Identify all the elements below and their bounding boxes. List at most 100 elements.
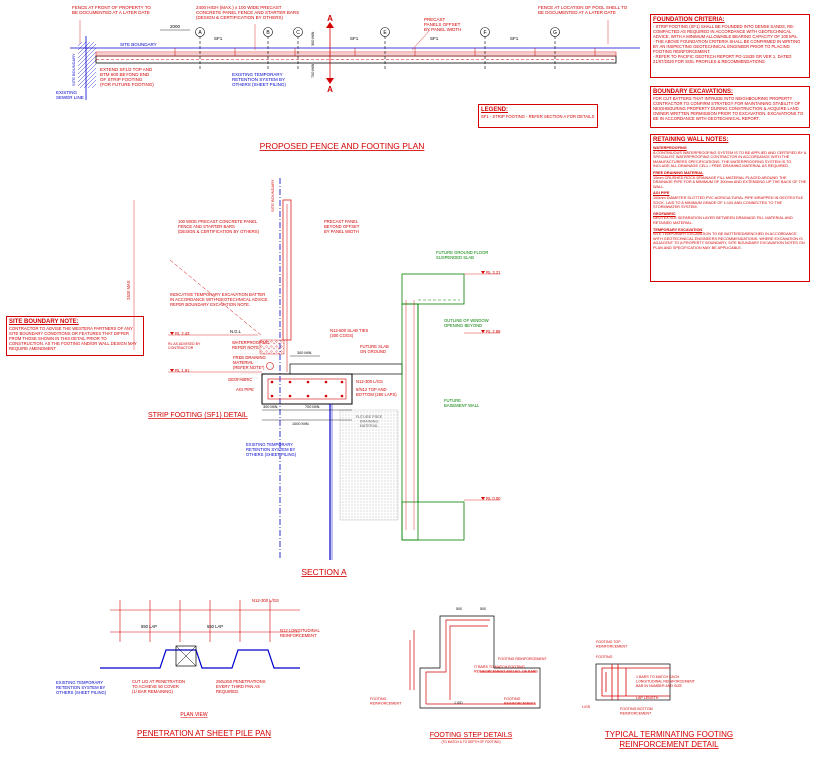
foundation-line: - THE ABOVE FOUNDATION CRITERIA SHALL BE…: [653, 39, 801, 54]
free-draining-material: [259, 339, 285, 355]
note-geofabric: GEOFABRIC: [228, 377, 252, 382]
legend-title: LEGEND:: [481, 107, 508, 113]
retaining-section-head: AGI PIPE: [653, 191, 670, 196]
retaining-section-head: TEMPORARY EXCAVATION: [653, 227, 703, 232]
retaining-section-head: WATERPROOFING: [653, 146, 687, 150]
sheet-pile-pan: [100, 649, 300, 669]
step-subtitle: (TO MATCH & TO DEPTH OF FOOTING): [441, 740, 500, 744]
dim-1000-min: 1000 MIN.: [292, 422, 310, 426]
rl-288: RL 2.88: [486, 329, 501, 334]
lap-550-a: 550 LAP: [141, 624, 157, 629]
retaining-section-text: GEOTEXTILE SEPARATION LAYER BETWEEN DRAI…: [653, 216, 793, 225]
note-slab-ties: N12-600 SLAB TIES(300 COGS): [330, 328, 369, 338]
retaining-section-text: SITE TEMPORARY EXCAVATION TO BE BATTERED…: [653, 232, 805, 250]
existing-site-hatch: [78, 42, 96, 88]
fence-footing-plan: A B C E F G SF1 SF1 SF1 SF1 A A 2000 300…: [56, 5, 640, 151]
label-ngl: N.G.L: [230, 329, 242, 334]
foundation-line: - REFER TO PACIFIC GEOTECH REPORT PG-134…: [653, 54, 792, 64]
plan-title: PROPOSED FENCE AND FOOTING PLAN: [260, 141, 425, 151]
step-dim-c: 1.0/D: [454, 701, 463, 705]
sf-label: SF1: [214, 36, 223, 41]
section-marker-bottom: A: [327, 85, 333, 94]
penetration-box: [175, 645, 197, 667]
grid-e: E: [383, 30, 387, 36]
note-agi-pipe: AGI PIPE: [236, 387, 254, 392]
retaining-section-text: 100mm DIAMETER SLOTTED PVC AGRICULTURAL …: [653, 195, 804, 210]
dim-700-min: 700 MIN.: [311, 63, 315, 78]
strip-footing-section: [261, 373, 353, 405]
future-free-draining: [339, 409, 399, 521]
footing-step-detail: 500 500 1.0/D FOOTING REINFORCEMENT IT B…: [370, 607, 548, 744]
grid-g: G: [553, 30, 557, 36]
boundary-exc-text: FOR CUT BATTERS THAT INTRUDE INTO NEIGHB…: [653, 96, 804, 121]
term-footing: FOOTING: [596, 655, 613, 659]
boundary-excavation-box: BOUNDARY EXCAVATIONS: FOR CUT BATTERS TH…: [650, 86, 810, 128]
retaining-title: RETAINING WALL NOTES:: [653, 137, 729, 143]
note-n12-300: N12-300 L/GS: [356, 379, 383, 384]
plan-view-label: PLAN VIEW: [180, 712, 208, 718]
grid-c: C: [296, 30, 300, 36]
term-title-2: REINFORCEMENT DETAIL: [619, 740, 719, 749]
step-note-1: FOOTING REINFORCEMENT: [498, 657, 548, 661]
label-site-boundary: SITE BOUNDARY: [120, 42, 157, 47]
site-boundary-note-title: SITE BOUNDARY NOTE:: [9, 319, 79, 325]
sf-label: SF1: [430, 36, 439, 41]
step-title: FOOTING STEP DETAILS: [430, 732, 513, 739]
penetration-title: PENETRATION AT SHEET PILE PAN: [137, 729, 271, 738]
legend-text: SF1 - STRIP FOOTING - REFER SECTION A FO…: [481, 114, 595, 119]
future-basement-wall: [401, 273, 465, 541]
retaining-wall-notes-box: RETAINING WALL NOTES: WATERPROOFING A CO…: [650, 134, 810, 282]
retaining-section-head: FREE DRAINING MATERIAL: [653, 170, 704, 175]
dim-300-min-b: 300 MIN.: [263, 405, 278, 409]
boundary-exc-title: BOUNDARY EXCAVATIONS:: [653, 89, 734, 95]
dim-300-min-slab: 300 MIN.: [297, 351, 312, 355]
dim-700-min-section: 700 MIN.: [305, 405, 320, 409]
retaining-section-text: 10mm CRUSHED ROCK DRAINAGE FILL MATERIAL…: [653, 175, 807, 189]
term-title-1: TYPICAL TERMINATING FOOTING: [605, 730, 733, 739]
rl-000: RL 0.00: [486, 496, 501, 501]
step-dim-a: 500: [456, 607, 462, 611]
section-a-title: SECTION A: [301, 567, 347, 577]
strip-footing-title: STRIP FOOTING (SF1) DETAIL: [148, 412, 248, 419]
grid-f: F: [483, 30, 486, 36]
rl-243: RL 2.43: [175, 331, 190, 336]
term-lgs: L/GS: [582, 705, 591, 709]
dim-300-min: 300 MIN.: [311, 31, 315, 46]
legend-box: LEGEND: SF1 - STRIP FOOTING - REFER SECT…: [478, 104, 598, 128]
section-marker-top: A: [327, 14, 333, 23]
retaining-section-head: GEOFABRIC: [653, 211, 676, 216]
step-dim-b: 500: [480, 607, 486, 611]
sf-label: SF1: [350, 36, 359, 41]
sf-label: SF1: [510, 36, 519, 41]
agi-pipe: [266, 362, 274, 370]
future-slab-on-ground: [289, 363, 403, 375]
site-boundary-note-text: CONTRACTOR TO ADVISE THE WESTERA PARTNER…: [9, 326, 137, 351]
penetration-detail: 550 LAP 550 LAP N12-300 L/GS N12 LONGITU…: [56, 598, 320, 738]
note-n12-300-pen: N12-300 L/GS: [252, 598, 279, 603]
retaining-section-text: A CONTINUOUS WATERPROOFING SYSTEM IS TO …: [653, 150, 807, 169]
